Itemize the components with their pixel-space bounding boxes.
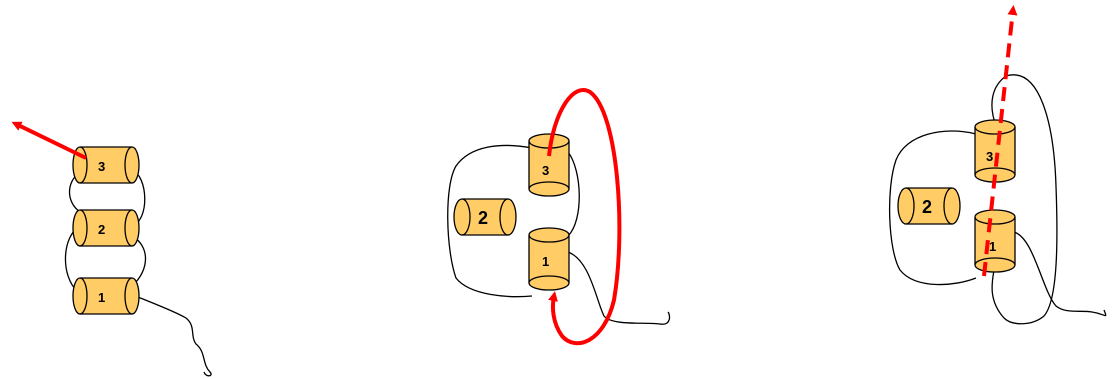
panel-3: 2 3 1 (888, 5, 1107, 325)
bead-label: 2 (98, 222, 105, 237)
string-tail (137, 296, 212, 377)
panel-2: 2 3 1 (447, 88, 671, 346)
string-tail (1013, 231, 1107, 317)
bead-label: 3 (986, 149, 993, 164)
panel-1: 3 2 1 (11, 121, 212, 377)
bead-2: 2 (72, 209, 140, 247)
bead-label: 3 (542, 163, 549, 178)
string-loop (888, 130, 977, 286)
bead-3: 3 (974, 119, 1016, 183)
bead-label: 3 (98, 159, 105, 174)
bead-label: 2 (478, 208, 488, 228)
bead-label: 1 (98, 290, 105, 305)
bead-2: 2 (453, 198, 517, 236)
string-tail (567, 251, 671, 325)
bead-1: 1 (72, 277, 140, 315)
bead-3: 3 (72, 146, 140, 184)
pull-loop-arrow (547, 88, 622, 346)
string-loop (447, 144, 533, 298)
bead-label: 1 (542, 254, 549, 269)
pull-dashed-arrow (982, 5, 1018, 277)
bead-2: 2 (897, 187, 961, 225)
bead-1: 1 (528, 227, 570, 291)
bead-label: 1 (989, 239, 996, 254)
string-loop (567, 151, 580, 237)
bead-label: 2 (922, 197, 932, 217)
pull-arrow (11, 121, 87, 160)
bead-1: 1 (974, 209, 1016, 273)
